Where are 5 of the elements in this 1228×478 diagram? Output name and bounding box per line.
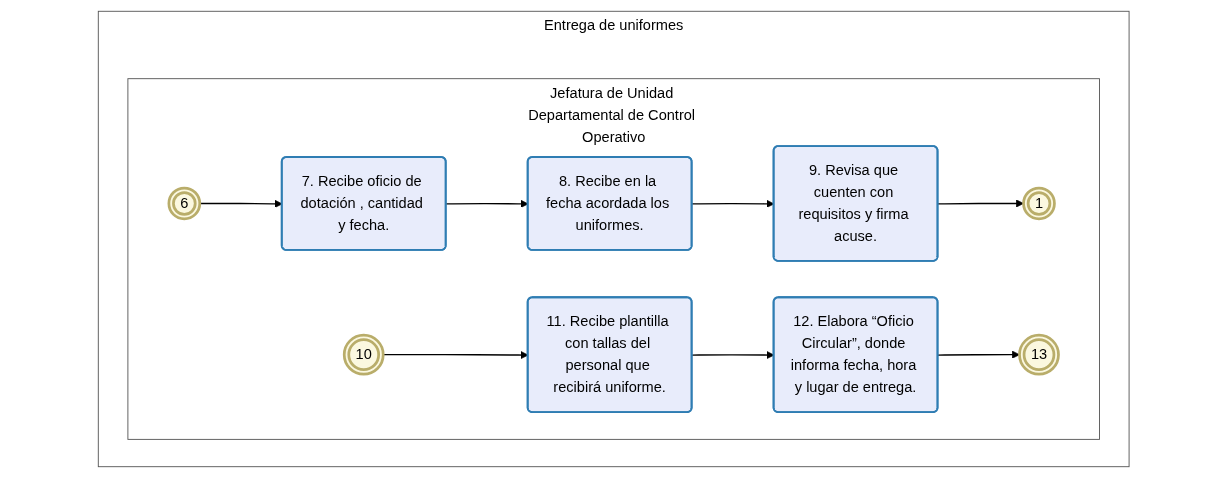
- node-circle: 10: [343, 333, 385, 376]
- node-circle: 1: [1022, 186, 1057, 221]
- node-circle: 13: [1018, 333, 1061, 376]
- node-circle: 6: [167, 186, 202, 221]
- arrow: [199, 199, 283, 208]
